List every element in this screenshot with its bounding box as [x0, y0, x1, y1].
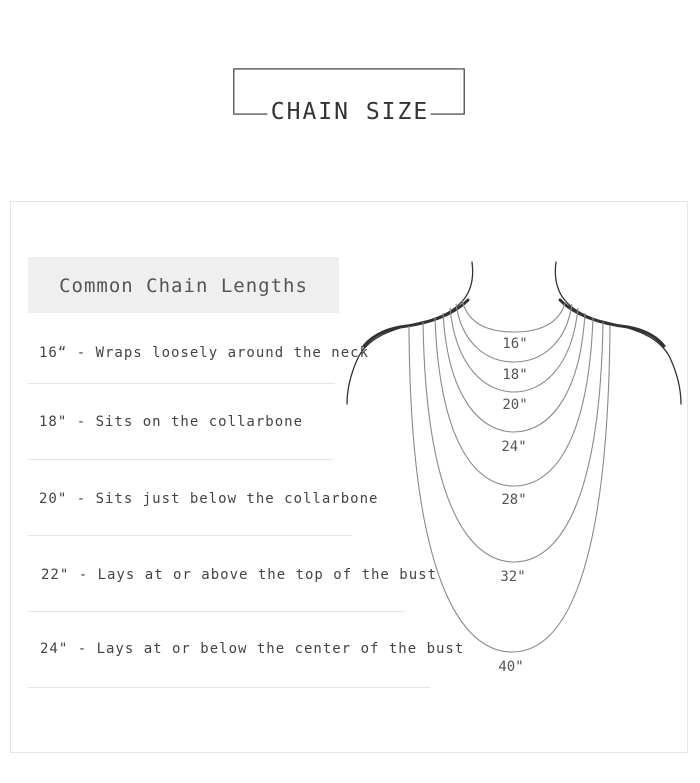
length-row-24: 24" - Lays at or below the center of the… — [28, 639, 464, 659]
chain-40 — [408, 325, 611, 653]
row-divider — [28, 459, 333, 460]
chain-20 — [449, 307, 579, 393]
title-frame — [229, 68, 469, 116]
chain-28 — [434, 317, 594, 487]
label-16: 16" — [502, 336, 527, 352]
chain-18 — [455, 303, 573, 363]
length-row-16: 16“ - Wraps loosely around the neck — [28, 343, 369, 363]
length-row-22: 22" - Lays at or above the top of the bu… — [28, 565, 437, 585]
body-silhouette — [346, 261, 682, 405]
length-row-text: 18" - Sits on the collarbone — [39, 414, 304, 430]
label-24: 24" — [501, 439, 526, 455]
chain-16 — [461, 299, 567, 333]
length-row-text: 20" - Sits just below the collarbone — [39, 491, 379, 507]
lengths-heading-box: Common Chain Lengths — [28, 257, 339, 313]
label-40: 40" — [498, 659, 523, 675]
row-divider — [28, 383, 335, 384]
row-divider — [28, 535, 352, 536]
length-row-text: 16“ - Wraps loosely around the neck — [39, 345, 370, 361]
page-title: CHAIN SIZE — [270, 99, 430, 125]
label-20: 20" — [502, 397, 527, 413]
length-row-18: 18" - Sits on the collarbone — [28, 412, 303, 432]
length-row-text: 24" - Lays at or below the center of the… — [40, 641, 465, 657]
chain-32 — [422, 321, 604, 563]
chain-24 — [442, 312, 586, 433]
row-divider — [28, 687, 430, 688]
chain-lines — [408, 299, 611, 653]
lengths-heading: Common Chain Lengths — [59, 275, 308, 297]
label-32: 32" — [500, 569, 525, 585]
label-18: 18" — [502, 367, 527, 383]
chain-length-labels: 16" 18" 20" 24" 28" 32" 40" — [498, 336, 527, 675]
title-frame-border — [233, 68, 465, 115]
length-row-20: 20" - Sits just below the collarbone — [28, 489, 378, 509]
label-28: 28" — [501, 492, 526, 508]
length-row-text: 22" - Lays at or above the top of the bu… — [41, 567, 438, 583]
row-divider — [28, 611, 405, 612]
